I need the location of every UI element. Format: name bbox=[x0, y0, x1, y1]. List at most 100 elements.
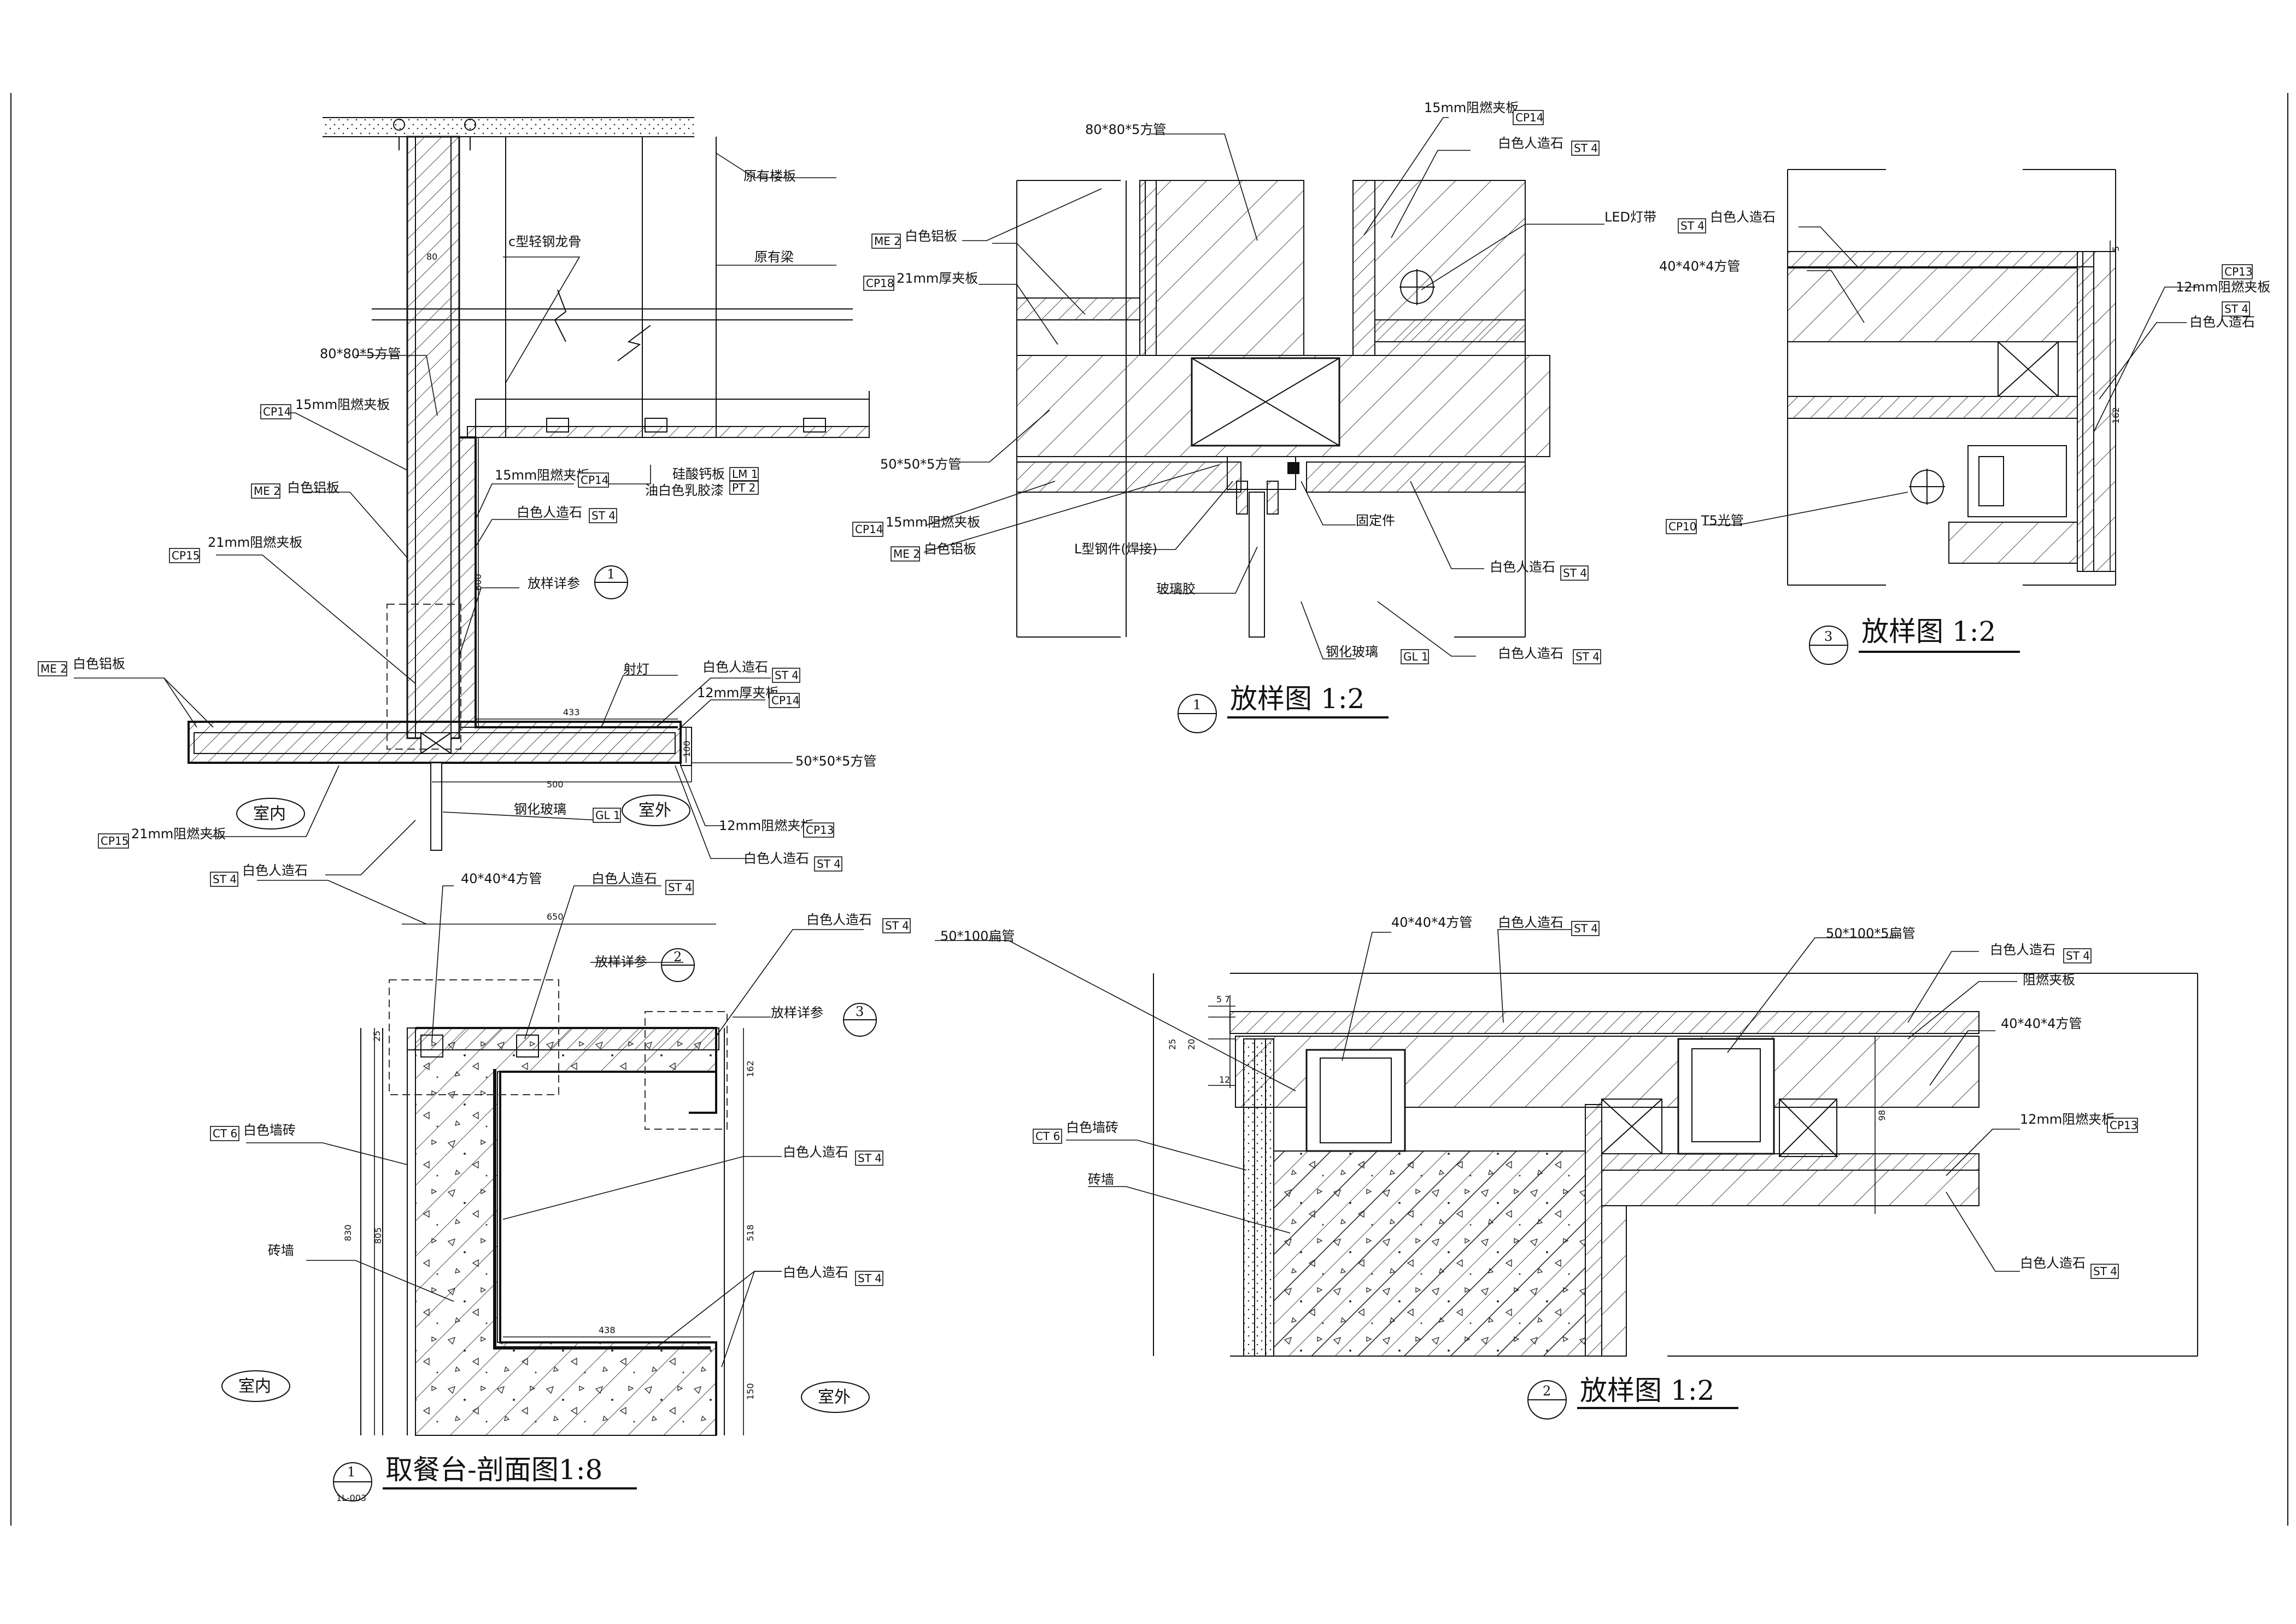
d1-label-fr-board-15: 15mm阻燃夹板 bbox=[1424, 100, 1519, 115]
svg-text:LM 1: LM 1 bbox=[732, 468, 758, 481]
bubble-num-3: 3 bbox=[856, 1004, 864, 1019]
label-alu-board: 白色铝板 bbox=[287, 480, 339, 495]
svg-text:ST 4: ST 4 bbox=[668, 881, 692, 894]
tag-lm1: LM 1 bbox=[729, 467, 759, 481]
tag-cp14-c: CP14 bbox=[769, 693, 800, 708]
detail-2-drawing bbox=[935, 929, 2198, 1357]
d2-tag-st4-a: ST 4 bbox=[1571, 921, 1600, 936]
label-fr-board-15: 15mm阻燃夹板 bbox=[295, 397, 390, 412]
d3-label-sq-tube-40: 40*40*4方管 bbox=[1659, 259, 1740, 274]
label-latex-paint: 油白色乳胶漆 bbox=[645, 483, 724, 498]
title-main-number: 1 bbox=[347, 1464, 355, 1480]
d3-label-stone-b: 白色人造石 bbox=[2189, 314, 2255, 330]
label-counter-wall-tile: 白色墙砖 bbox=[243, 1123, 296, 1138]
dim-600: 600 bbox=[473, 574, 483, 591]
label-c-keel: c型轻钢龙骨 bbox=[508, 234, 581, 249]
d2-label-sq-tube-40: 40*40*4方管 bbox=[1391, 915, 1472, 930]
label-counter-indoor: 室内 bbox=[238, 1377, 271, 1396]
d3-label-fr-board-12: 12mm阻燃夹板 bbox=[2176, 279, 2270, 295]
label-tempered-glass: 钢化玻璃 bbox=[514, 802, 566, 817]
svg-text:CT 6: CT 6 bbox=[1035, 1130, 1060, 1143]
label-indoor: 室内 bbox=[253, 804, 286, 823]
label-stone-a: 白色人造石 bbox=[517, 505, 582, 520]
tag-st4-h: ST 4 bbox=[855, 1271, 883, 1286]
label-stone-b: 白色人造石 bbox=[702, 659, 768, 675]
title-block-detail-1: 1 放样图 1:2 bbox=[1178, 683, 1389, 733]
dim-438: 438 bbox=[599, 1325, 616, 1335]
d1-label-stone-c: 白色人造石 bbox=[1498, 646, 1563, 661]
d2-dim-7: 7 bbox=[1225, 994, 1230, 1004]
d1-tag-cp18: CP18 bbox=[863, 276, 894, 291]
title-main-sheet: 1L-003 bbox=[336, 1493, 366, 1503]
label-detail-ref-1: 放样详参 bbox=[528, 576, 580, 591]
d2-title: 放样图 1:2 bbox=[1580, 1375, 1714, 1406]
bubble-num-2: 2 bbox=[673, 949, 682, 965]
d2-label-stone-c: 白色人造石 bbox=[2020, 1255, 2086, 1271]
d1-tag-me2-a: ME 2 bbox=[871, 233, 901, 249]
tag-st4-e: ST 4 bbox=[665, 880, 694, 895]
d2-dim-25: 25 bbox=[1167, 1039, 1178, 1050]
dim-805: 805 bbox=[373, 1227, 383, 1244]
tag-me2-b: ME 2 bbox=[38, 661, 67, 676]
svg-text:ME 2: ME 2 bbox=[893, 547, 920, 560]
dim-500: 500 bbox=[547, 779, 564, 790]
d1-label-alu-board: 白色铝板 bbox=[905, 229, 957, 244]
svg-text:ST 4: ST 4 bbox=[1563, 566, 1587, 580]
d2-label-wall-tile: 白色墙砖 bbox=[1066, 1120, 1118, 1135]
d1-label-sq-tube-80: 80*80*5方管 bbox=[1085, 122, 1166, 137]
label-counter-brick-wall: 砖墙 bbox=[268, 1243, 294, 1258]
d2-tag-st4-b: ST 4 bbox=[2063, 948, 2092, 963]
dim-100: 100 bbox=[682, 740, 692, 757]
d3-tag-cp10: CP10 bbox=[1666, 519, 1697, 534]
label-alu-board-left: 白色铝板 bbox=[73, 656, 125, 671]
svg-text:CP18: CP18 bbox=[866, 277, 894, 290]
d2-label-stone-b: 白色人造石 bbox=[1990, 942, 2055, 957]
d2-dim-5: 5 bbox=[1216, 994, 1222, 1004]
svg-text:CP14: CP14 bbox=[855, 523, 883, 536]
tag-cp13: CP13 bbox=[803, 822, 834, 838]
svg-text:ST 4: ST 4 bbox=[1574, 922, 1598, 935]
tag-st4-g: ST 4 bbox=[855, 1150, 883, 1166]
counter-section-labels: ST 4 白色人造石 40*40*4方管 白色人造石 ST 4 白色人造石 ST… bbox=[210, 863, 911, 1407]
detail-3-drawing bbox=[1703, 169, 2198, 586]
svg-text:CP10: CP10 bbox=[1668, 520, 1696, 533]
detail-1-labels: 80*80*5方管 15mm阻燃夹板 CP14 白色人造石 ST 4 LED灯带… bbox=[852, 100, 1656, 664]
svg-text:ST 4: ST 4 bbox=[213, 873, 237, 886]
d1-tag-cp14-b: CP14 bbox=[852, 522, 883, 537]
svg-text:GL 1: GL 1 bbox=[1403, 650, 1428, 663]
detail-1-drawing bbox=[923, 117, 1604, 659]
d2-label-sq-tube-40-b: 40*40*4方管 bbox=[2001, 1016, 2082, 1031]
indoor-bubble-2 bbox=[221, 1370, 290, 1402]
tag-cp15-b: CP15 bbox=[98, 833, 129, 849]
dim-650: 650 bbox=[547, 912, 564, 922]
svg-text:ST 4: ST 4 bbox=[2093, 1265, 2117, 1278]
label-detail-ref-3: 放样详参 bbox=[771, 1005, 823, 1020]
label-counter-stone-right: 白色人造石 bbox=[806, 912, 872, 927]
d1-label-tempered-glass: 钢化玻璃 bbox=[1326, 644, 1378, 659]
label-fr-board-12: 12mm厚夹板 bbox=[697, 685, 778, 700]
d1-tag-cp14-a: CP14 bbox=[1513, 110, 1544, 125]
tag-st4-a: ST 4 bbox=[589, 508, 617, 523]
svg-text:GL 1: GL 1 bbox=[595, 809, 620, 822]
svg-text:CP13: CP13 bbox=[2110, 1119, 2137, 1132]
outdoor-bubble-2 bbox=[801, 1381, 870, 1413]
svg-text:CP14: CP14 bbox=[771, 694, 799, 707]
d1-label-glass-glue: 玻璃胶 bbox=[1156, 581, 1196, 597]
tag-gl1: GL 1 bbox=[593, 808, 621, 823]
svg-text:CP15: CP15 bbox=[172, 549, 200, 562]
d2-title-number: 2 bbox=[1543, 1383, 1551, 1399]
svg-text:ST 4: ST 4 bbox=[2066, 949, 2090, 962]
svg-text:ST 4: ST 4 bbox=[775, 669, 799, 682]
d2-dim-12: 12 bbox=[1219, 1074, 1230, 1085]
d3-tag-st4-a: ST 4 bbox=[1678, 218, 1706, 233]
title-block-detail-2: 2 放样图 1:2 bbox=[1527, 1375, 1738, 1419]
svg-text:ST 4: ST 4 bbox=[2224, 302, 2248, 316]
tag-st4-b: ST 4 bbox=[772, 668, 800, 683]
bubble-num-1: 1 bbox=[607, 566, 615, 582]
tag-pt2: PT 2 bbox=[729, 481, 759, 495]
tag-st4-d: ST 4 bbox=[210, 872, 238, 887]
d3-label-t5-tube: T5光管 bbox=[1701, 513, 1744, 528]
d2-label-flat-tube-5: 50*100*5扁管 bbox=[1826, 926, 1916, 941]
d2-label-fr-board: 阻燃夹板 bbox=[2023, 972, 2075, 988]
